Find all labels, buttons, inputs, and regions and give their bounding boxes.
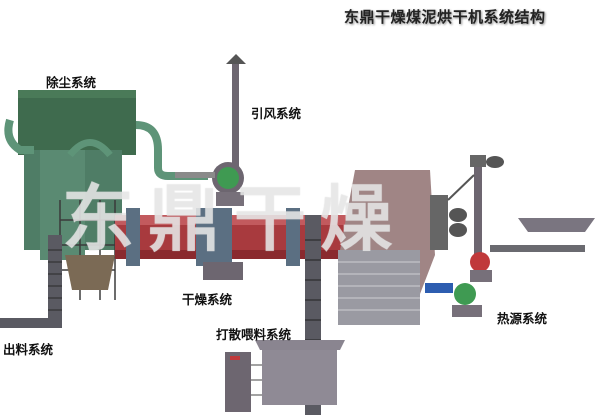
- label-dust-removal: 除尘系统: [46, 75, 97, 90]
- label-drying: 干燥系统: [182, 292, 233, 307]
- feeding-crusher: [225, 340, 345, 412]
- discharge-conveyor: [0, 235, 62, 328]
- label-feeding: 打散喂料系统: [216, 327, 292, 342]
- label-induced-draft: 引风系统: [251, 106, 302, 121]
- label-heat-source: 热源系统: [497, 311, 548, 326]
- heat-source-feeder: [425, 155, 595, 317]
- brick-furnace: [338, 170, 467, 325]
- induced-draft-fan: [175, 54, 246, 206]
- label-discharge: 出料系统: [3, 342, 54, 357]
- watermark: 东鼎干燥: [62, 177, 407, 261]
- dust-collector: [4, 90, 208, 300]
- diagram-title: 东鼎干燥煤泥烘干机系统结构: [344, 8, 546, 26]
